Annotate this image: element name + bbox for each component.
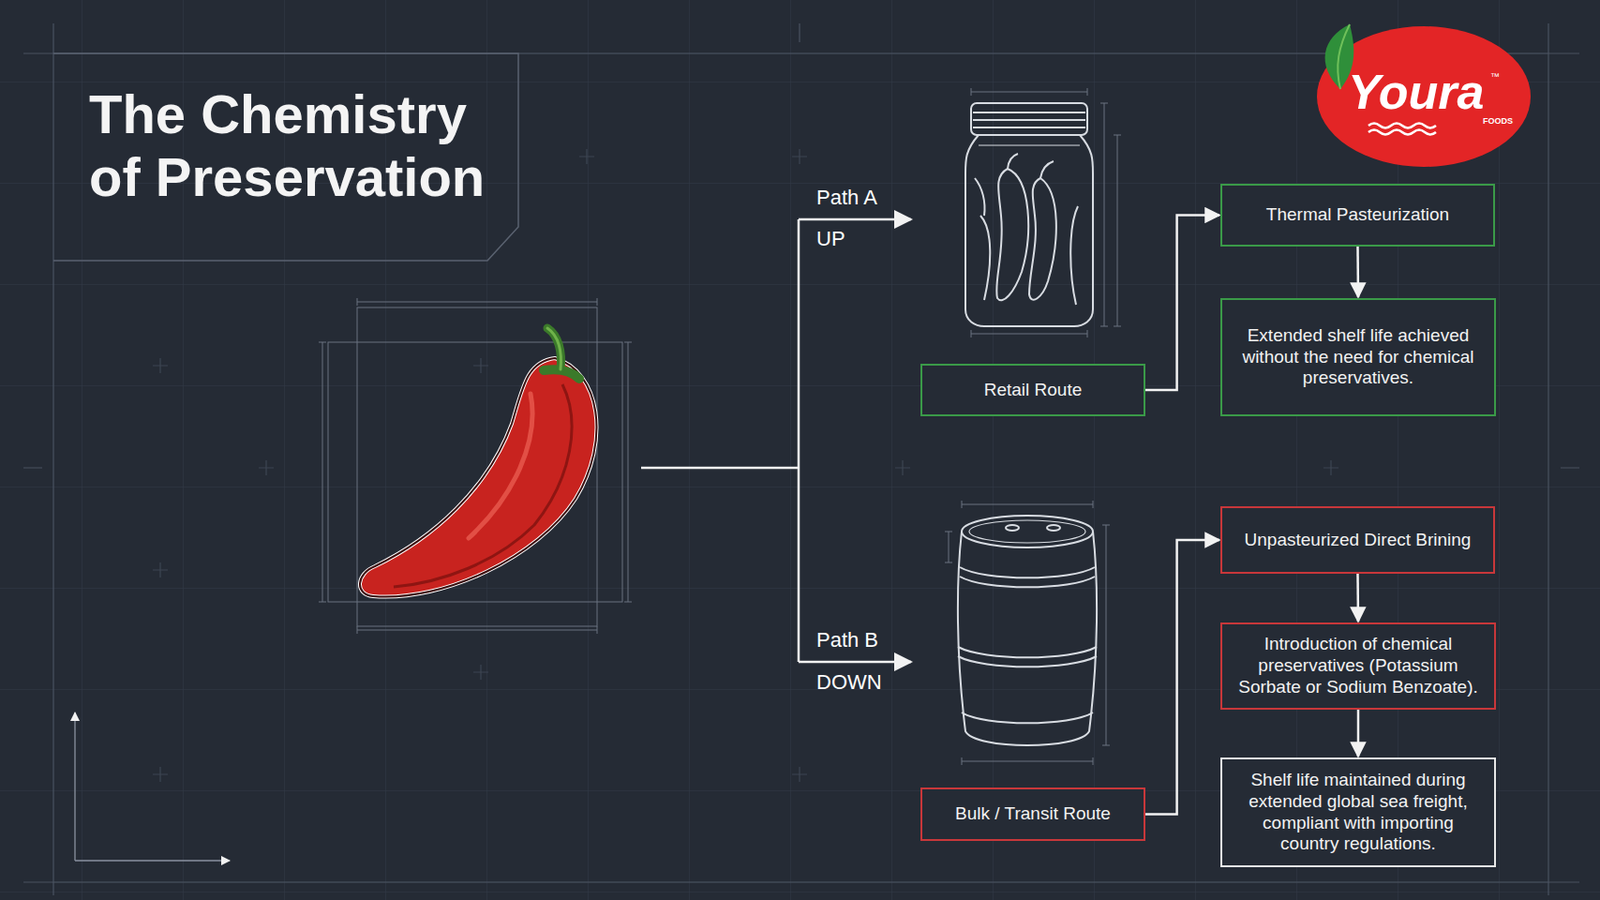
brand-logo xyxy=(1316,24,1531,167)
box-text: Retail Route xyxy=(984,379,1083,402)
path-label: Path A xyxy=(816,185,878,210)
box-text: Bulk / Transit Route xyxy=(955,803,1111,825)
result-box: Extended shelf life achieved without the… xyxy=(1220,298,1496,417)
box-text: Shelf life maintained during extended gl… xyxy=(1235,769,1481,855)
flow-arrow xyxy=(1145,215,1220,391)
trademark-mark: ™ xyxy=(1490,71,1500,82)
title-panel xyxy=(53,53,519,261)
path-label: Path B xyxy=(816,628,879,653)
crosshairs xyxy=(152,149,1339,782)
frame xyxy=(23,23,1580,896)
process-box: Introduction of chemical preservatives (… xyxy=(1220,622,1496,710)
brand-name: Youra xyxy=(1347,63,1484,120)
route-box: Bulk / Transit Route xyxy=(920,787,1146,841)
box-text: Unpasteurized Direct Brining xyxy=(1244,529,1472,552)
brand-subtitle: FOODS xyxy=(1482,116,1513,126)
direction-label: UP xyxy=(816,226,846,252)
flow-arrow xyxy=(1357,709,1361,757)
pepper-dimensions xyxy=(318,298,632,634)
flow-arrow xyxy=(1145,539,1220,815)
process-box: Unpasteurized Direct Brining xyxy=(1220,506,1496,574)
box-text: Thermal Pasteurization xyxy=(1266,204,1450,226)
box-text: Introduction of chemical preservatives (… xyxy=(1235,633,1481,698)
diagram-title: The Chemistry of Preservation xyxy=(89,82,511,210)
axis-gizmo xyxy=(74,712,230,861)
direction-label: DOWN xyxy=(816,670,883,695)
result-box: Shelf life maintained during extended gl… xyxy=(1220,757,1496,868)
branch-connector xyxy=(641,219,912,662)
flow-arrow xyxy=(1356,573,1360,622)
flow-arrow xyxy=(1356,246,1360,298)
barrel-illustration xyxy=(944,500,1110,765)
route-box: Retail Route xyxy=(920,363,1146,417)
process-box: Thermal Pasteurization xyxy=(1220,183,1496,247)
pepper-illustration xyxy=(359,328,598,598)
box-text: Extended shelf life achieved without the… xyxy=(1235,325,1481,389)
jar-illustration xyxy=(965,88,1122,338)
